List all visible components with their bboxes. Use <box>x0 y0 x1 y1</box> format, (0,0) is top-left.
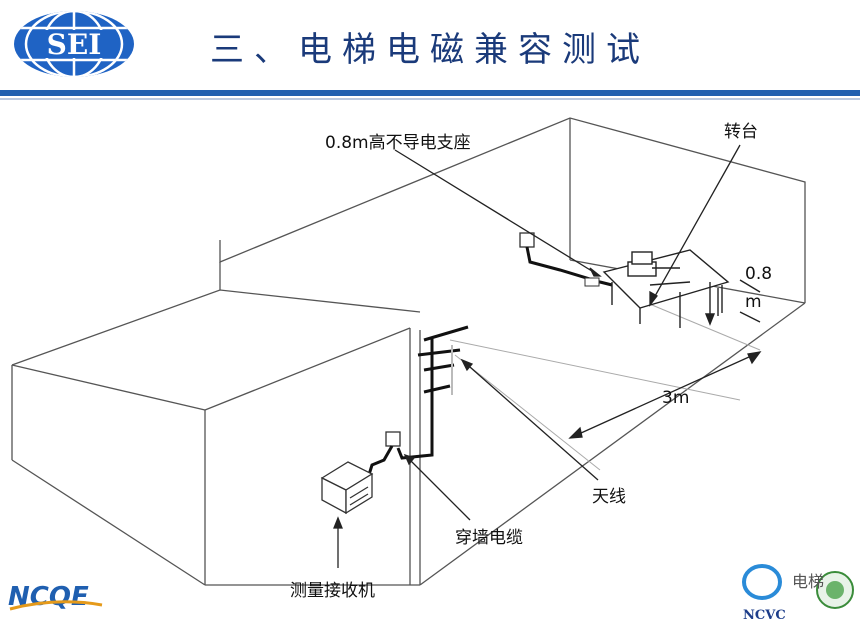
support-block <box>584 277 600 287</box>
header-divider <box>0 90 860 96</box>
callout-leaders <box>333 144 741 568</box>
height-dimension <box>704 279 761 326</box>
support-label: 0.8m高不导电支座 <box>325 133 471 153</box>
distance-label: 3m <box>662 388 690 408</box>
receiver-label: 测量接收机 <box>290 581 375 601</box>
turntable-table <box>602 249 730 328</box>
floor-guides <box>449 299 761 471</box>
page-title: 三、电梯电磁兼容测试 <box>210 30 650 70</box>
chamber-walls <box>11 117 806 586</box>
header: SEI 三、电梯电磁兼容测试 <box>0 0 860 92</box>
height-unit-label: m <box>745 292 762 312</box>
ncvc-logo <box>742 564 854 609</box>
antenna <box>396 325 469 460</box>
wall-panel <box>519 232 535 248</box>
sei-logo-text: SEI <box>47 28 102 61</box>
antenna-label: 天线 <box>592 487 626 507</box>
emc-test-diagram <box>11 117 806 586</box>
receiver-box <box>320 461 374 515</box>
receiver-cable <box>366 445 394 479</box>
watermark-text: 电梯 <box>792 572 825 591</box>
ncvc-logo-text: NCVC <box>743 608 786 623</box>
sei-logo: SEI <box>14 11 134 77</box>
height-value-label: 0.8 <box>745 264 773 284</box>
support-cable <box>525 246 613 287</box>
wall-cable-label: 穿墙电缆 <box>455 528 523 548</box>
distance-dimension <box>568 351 762 439</box>
ncqe-logo: NCQE <box>8 582 103 612</box>
turntable-label: 转台 <box>724 122 758 142</box>
header-divider-thin <box>0 98 860 100</box>
feedthrough-panel <box>385 431 401 447</box>
